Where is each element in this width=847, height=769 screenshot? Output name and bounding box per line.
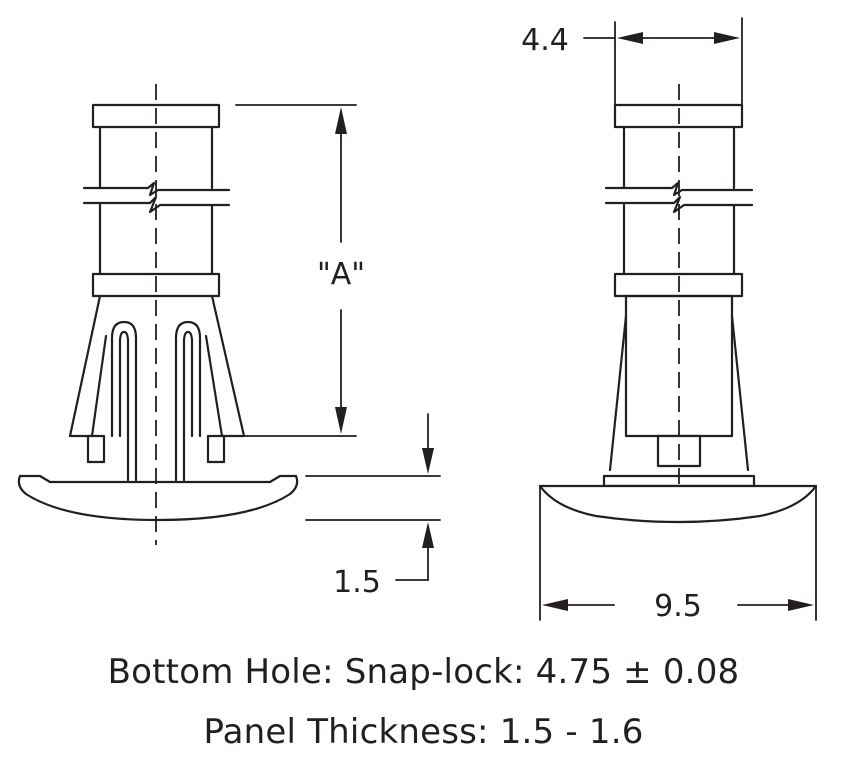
- side-base-disc: [538, 484, 818, 524]
- front-break-line-upper: [82, 181, 231, 197]
- front-break-line-lower: [82, 195, 231, 214]
- front-finger-right-inner: [182, 330, 194, 482]
- dimension-a: "A": [235, 104, 365, 437]
- panel-thickness-note: Panel Thickness: 1.5 - 1.6: [203, 712, 644, 752]
- front-finger-right: [174, 320, 202, 482]
- side-flare-left: [608, 314, 628, 472]
- dimension-head-label: 4.4: [521, 23, 569, 58]
- front-view: [17, 84, 299, 545]
- dimension-base-arrow-right: [788, 599, 814, 611]
- side-break-line-upper: [604, 181, 754, 197]
- front-tip-right: [206, 434, 226, 464]
- dimension-panel-thickness: 1.5: [305, 413, 441, 600]
- dimension-thickness-arrow-bottom: [422, 522, 434, 548]
- front-tip-left: [86, 434, 106, 464]
- front-finger-left-inner: [118, 330, 130, 482]
- side-break-line-lower: [604, 195, 754, 214]
- bottom-hole-note: Bottom Hole: Snap-lock: 4.75 ± 0.08: [107, 652, 740, 692]
- dimension-thickness-arrow-top: [422, 448, 434, 474]
- dimension-a-label: "A": [317, 257, 365, 292]
- dimension-thickness-label: 1.5: [333, 565, 381, 600]
- side-view: [538, 84, 818, 524]
- dimension-head-arrow-right: [714, 32, 740, 44]
- dimension-a-arrow-bottom: [335, 407, 347, 434]
- dimension-base-arrow-left: [542, 599, 568, 611]
- front-finger-left: [110, 320, 138, 482]
- front-leg-left: [68, 294, 108, 438]
- side-lower-body: [624, 294, 734, 438]
- front-base-disc: [17, 474, 299, 522]
- front-leg-right: [204, 294, 246, 438]
- side-flare-right: [730, 314, 750, 472]
- dimension-head-arrow-left: [617, 32, 643, 44]
- dimension-head-width: 4.4: [521, 17, 743, 106]
- dimension-a-arrow-top: [335, 107, 347, 134]
- dimension-base-label: 9.5: [654, 589, 702, 624]
- dimension-base-diameter: 9.5: [539, 485, 817, 624]
